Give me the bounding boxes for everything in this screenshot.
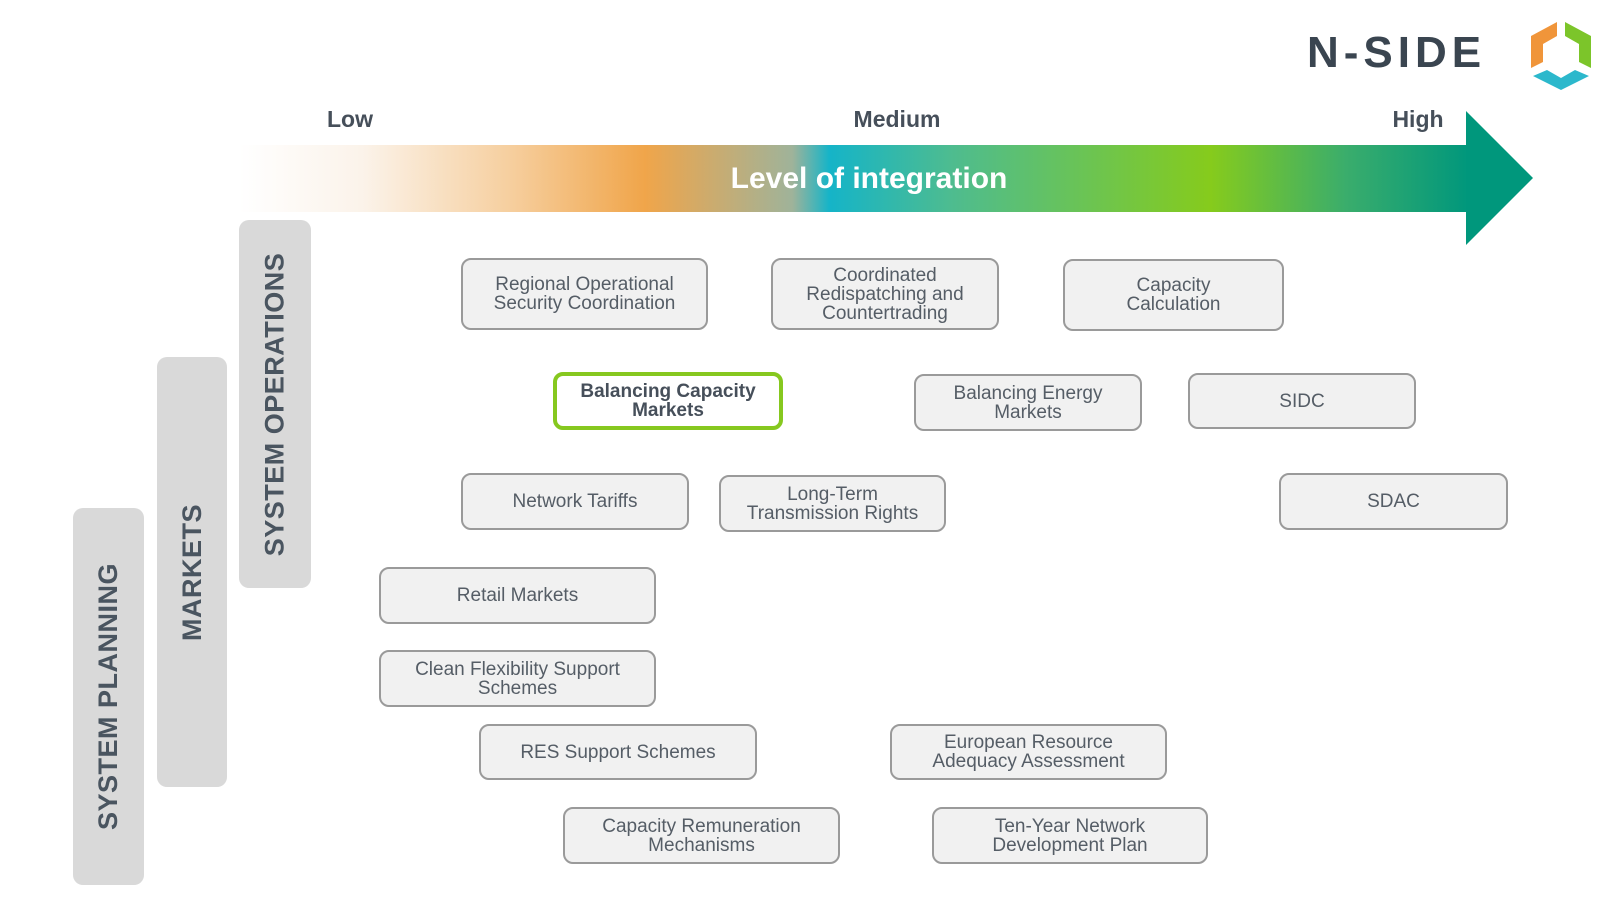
box-coordinated-redispatching: Coordinated Redispatching and Countertra… <box>771 258 999 330</box>
column-system-operations: SYSTEM OPERATIONS <box>239 220 311 588</box>
hexagon-logo-icon <box>1531 22 1591 90</box>
box-network-tariffs: Network Tariffs <box>461 473 689 530</box>
arrow-head-icon <box>1466 111 1533 245</box>
box-capacity-calculation: Capacity Calculation <box>1063 259 1284 331</box>
column-label: SYSTEM PLANNING <box>93 562 123 831</box>
box-tyndp: Ten-Year Network Development Plan <box>932 807 1208 864</box>
box-eraa: European Resource Adequacy Assessment <box>890 724 1167 780</box>
box-retail-markets: Retail Markets <box>379 567 656 624</box>
box-balancing-energy-markets: Balancing Energy Markets <box>914 374 1142 431</box>
logo-text: N-SIDE <box>1307 28 1487 77</box>
column-label: SYSTEM OPERATIONS <box>259 252 290 556</box>
column-label: MARKETS <box>176 503 207 641</box>
box-long-term-transmission-rights: Long-Term Transmission Rights <box>719 475 946 532</box>
n-side-logo: N-SIDE <box>1307 28 1486 78</box>
box-capacity-remuneration: Capacity Remuneration Mechanisms <box>563 807 840 864</box>
box-sidc: SIDC <box>1188 373 1416 429</box>
column-system-planning: SYSTEM PLANNING <box>73 508 144 885</box>
high-label: High <box>1392 106 1444 132</box>
low-label: Low <box>327 106 373 132</box>
arrow-title: Level of integration <box>730 162 1008 195</box>
box-clean-flexibility: Clean Flexibility Support Schemes <box>379 650 656 707</box>
medium-label: Medium <box>853 106 941 132</box>
integration-arrow-bar <box>239 145 1469 212</box>
box-sdac: SDAC <box>1279 473 1508 530</box>
box-balancing-capacity-markets: Balancing Capacity Markets <box>553 372 783 430</box>
box-res-support: RES Support Schemes <box>479 724 757 780</box>
box-regional-osc: Regional Operational Security Coordinati… <box>461 258 708 330</box>
column-markets: MARKETS <box>157 357 227 787</box>
